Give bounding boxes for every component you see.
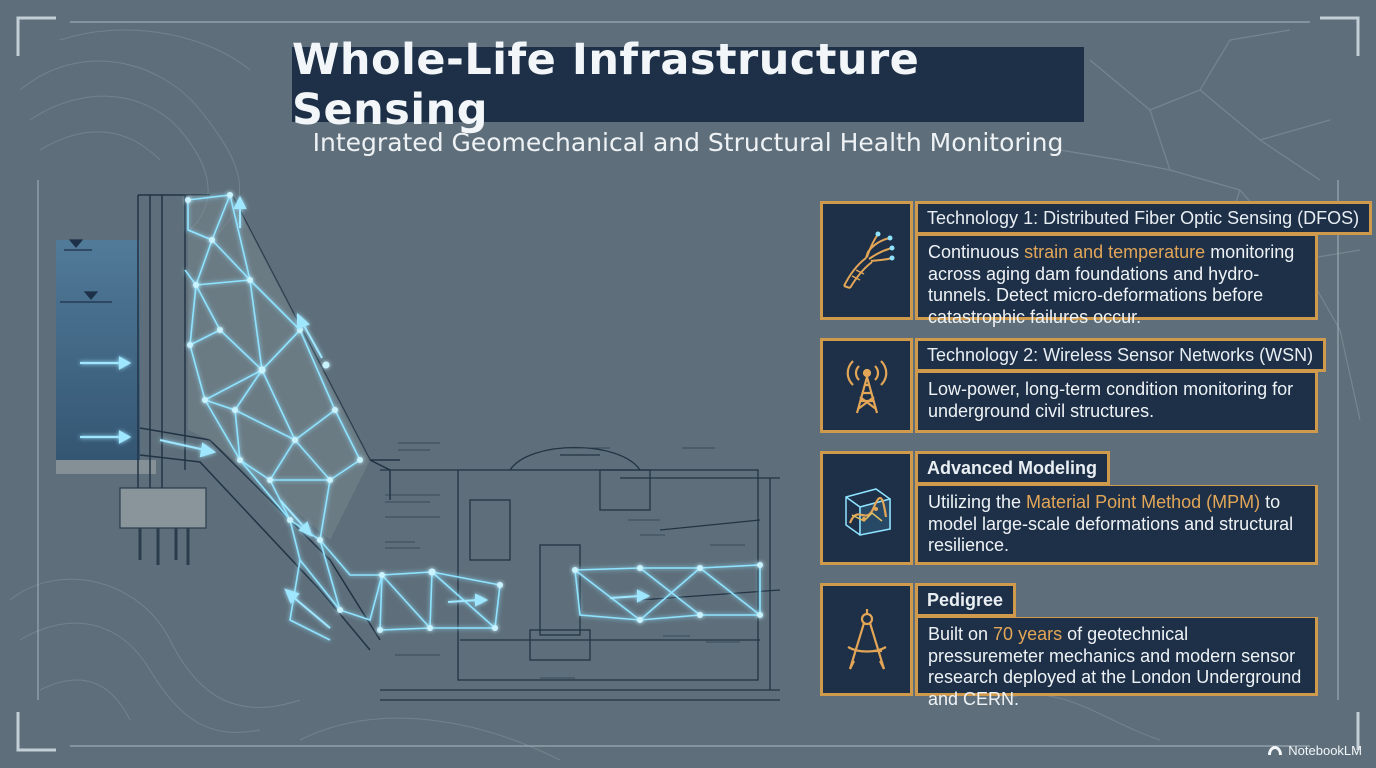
card-title: Technology 2: Wireless Sensor Networks (…	[915, 338, 1327, 372]
card-wsn: Technology 2: Wireless Sensor Networks (…	[820, 338, 1327, 433]
compass-icon	[820, 583, 913, 696]
flow-arrows	[159, 195, 651, 629]
card-body: Low-power, long-term condition monitorin…	[915, 372, 1318, 433]
fiber-optic-icon	[820, 201, 913, 320]
card-title: Pedigree	[915, 583, 1017, 617]
3d-model-icon	[820, 451, 913, 565]
title-banner: Whole-Life Infrastructure Sensing	[292, 35, 1084, 135]
wireless-tower-icon	[820, 338, 913, 433]
card-pedigree: Pedigree Built on 70 years of geotechnic…	[820, 583, 1318, 709]
card-body: Utilizing the Material Point Method (MPM…	[915, 485, 1318, 565]
brand-label: NotebookLM	[1288, 743, 1362, 758]
card-dfos: Technology 1: Distributed Fiber Optic Se…	[820, 201, 1373, 327]
card-body: Built on 70 years of geotechnical pressu…	[915, 617, 1318, 709]
card-title: Technology 1: Distributed Fiber Optic Se…	[915, 201, 1373, 235]
sensor-nodes	[185, 192, 763, 633]
page-title: Whole-Life Infrastructure Sensing	[292, 34, 920, 135]
notebooklm-logo-icon	[1268, 746, 1283, 755]
highlight-text: 70 years	[993, 624, 1063, 644]
page-subtitle: Integrated Geomechanical and Structural …	[312, 128, 1064, 157]
highlight-text: strain and temperature	[1024, 242, 1206, 262]
card-body: Continuous strain and temperature monito…	[915, 235, 1318, 327]
card-modeling: Advanced Modeling Utilizing the Material…	[820, 451, 1318, 565]
card-title: Advanced Modeling	[915, 451, 1111, 485]
highlight-text: Material Point Method (MPM)	[1026, 492, 1261, 512]
notebooklm-brand: NotebookLM	[1267, 743, 1362, 758]
